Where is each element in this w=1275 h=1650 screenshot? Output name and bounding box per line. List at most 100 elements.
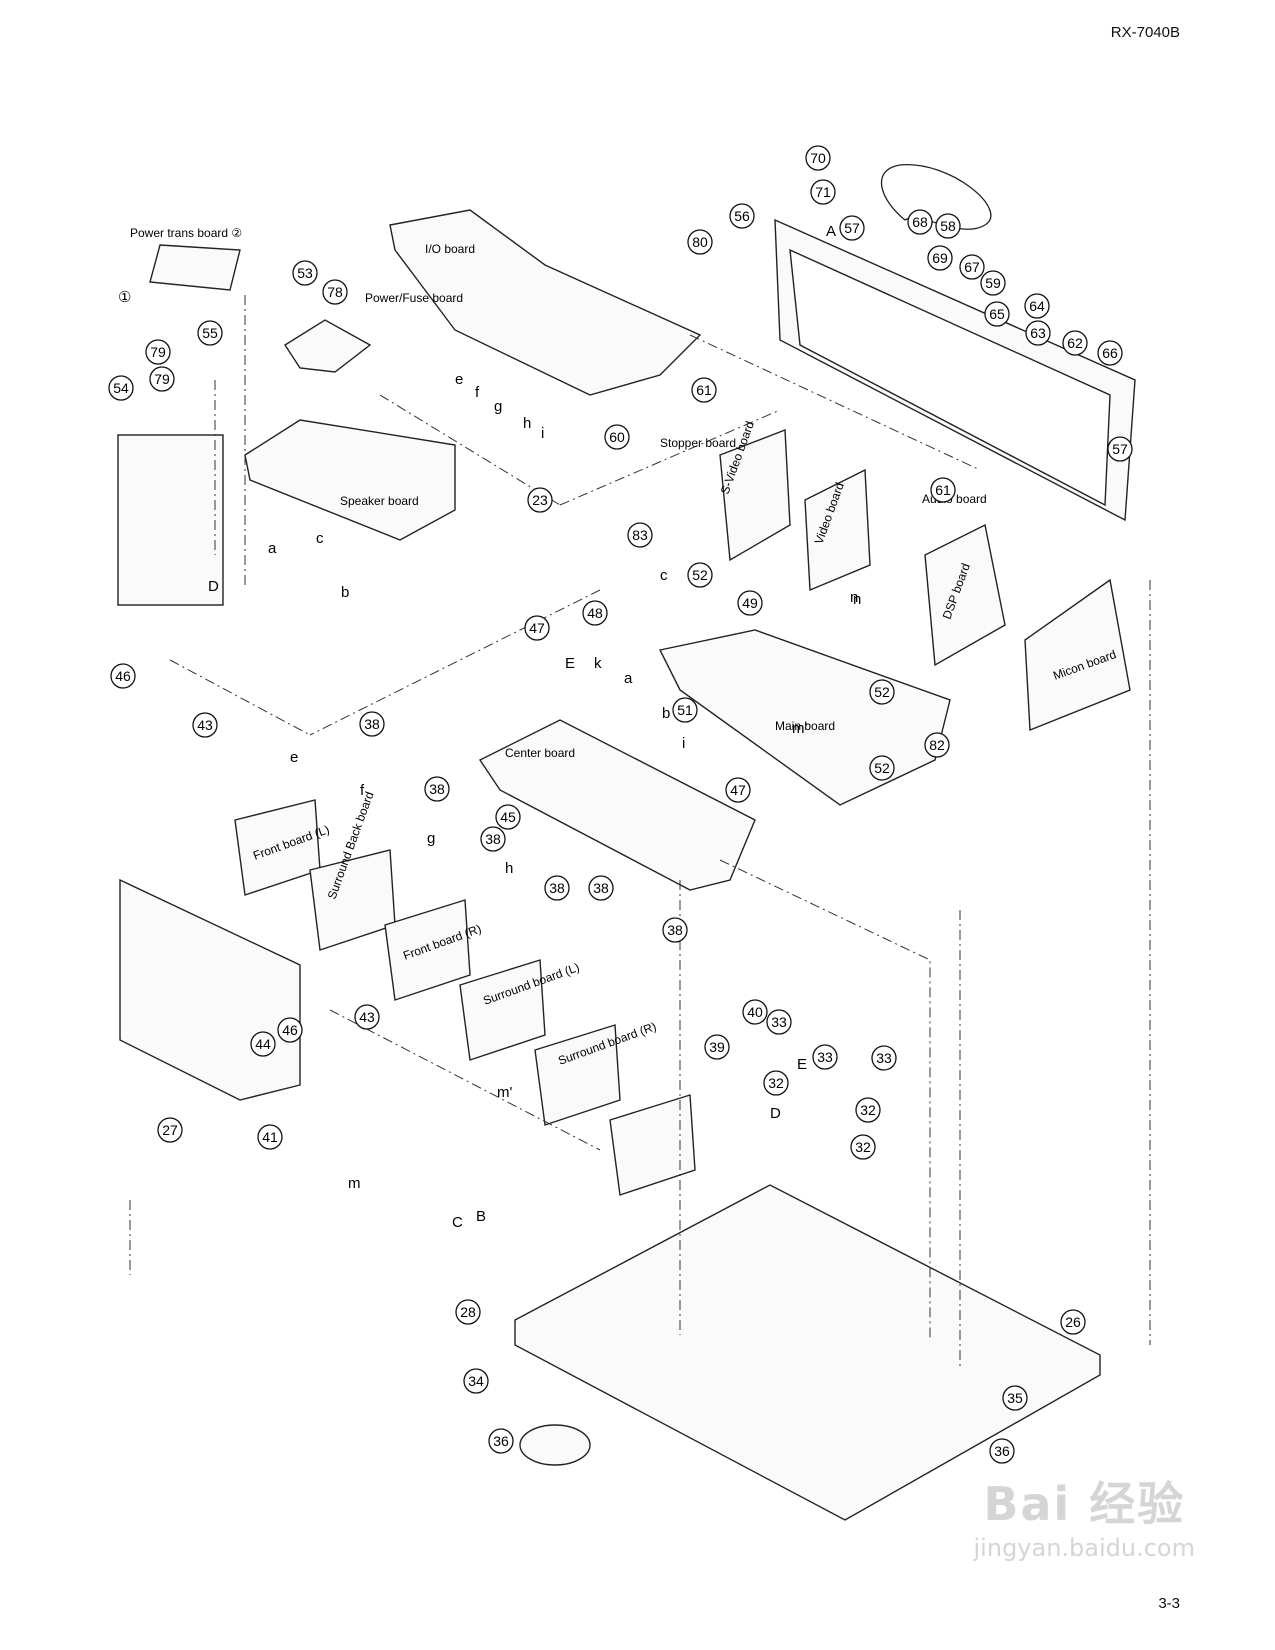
callout-36: 36 <box>989 1438 1015 1464</box>
callout-68: 68 <box>907 209 933 235</box>
callout-48: 48 <box>582 600 608 626</box>
svg-text:41: 41 <box>262 1129 278 1145</box>
callout-33: 33 <box>812 1044 838 1070</box>
svg-text:32: 32 <box>860 1102 876 1118</box>
page-number: 3-3 <box>1158 1595 1180 1612</box>
connector-letter: c <box>660 567 668 584</box>
callout-53: 53 <box>292 260 318 286</box>
svg-text:80: 80 <box>692 234 708 250</box>
connector-letter: f <box>360 782 365 799</box>
svg-text:32: 32 <box>855 1139 871 1155</box>
transformer <box>117 434 224 606</box>
label-io-board: I/O board <box>425 242 475 256</box>
svg-text:39: 39 <box>709 1039 725 1055</box>
video-board <box>804 468 871 592</box>
callout-45: 45 <box>495 804 521 830</box>
callout-33: 33 <box>871 1045 897 1071</box>
svg-text:38: 38 <box>485 831 501 847</box>
connector-letter: D <box>770 1105 781 1122</box>
svg-text:38: 38 <box>593 880 609 896</box>
svg-text:63: 63 <box>1030 325 1046 341</box>
svg-text:67: 67 <box>964 259 980 275</box>
callout-52: 52 <box>869 755 895 781</box>
callout-26: 26 <box>1060 1309 1086 1335</box>
svg-text:52: 52 <box>874 760 890 776</box>
svg-text:68: 68 <box>912 214 928 230</box>
connector-letter: ① <box>118 289 131 306</box>
callout-38: 38 <box>544 875 570 901</box>
connector-letter: b <box>662 705 670 722</box>
svg-text:49: 49 <box>742 595 758 611</box>
speaker-board <box>244 419 456 541</box>
callout-43: 43 <box>192 712 218 738</box>
svg-text:61: 61 <box>696 382 712 398</box>
svg-text:52: 52 <box>874 684 890 700</box>
callout-46: 46 <box>110 663 136 689</box>
connector-letter: e <box>290 749 298 766</box>
callout-61: 61 <box>691 377 717 403</box>
svg-text:53: 53 <box>297 265 313 281</box>
callout-61: 61 <box>930 477 956 503</box>
callout-34: 34 <box>463 1368 489 1394</box>
foot <box>519 1424 591 1466</box>
svg-text:83: 83 <box>632 527 648 543</box>
connector-letter: g <box>494 398 502 415</box>
callout-52: 52 <box>869 679 895 705</box>
io-board <box>389 209 702 396</box>
connector-letter: i <box>682 735 685 752</box>
callout-28: 28 <box>455 1299 481 1325</box>
svg-text:27: 27 <box>162 1122 178 1138</box>
connector-letter: f <box>475 384 480 401</box>
callout-70: 70 <box>805 145 831 171</box>
svg-text:52: 52 <box>692 567 708 583</box>
callout-46: 46 <box>277 1017 303 1043</box>
connector-letter: h <box>523 415 531 432</box>
svg-text:64: 64 <box>1029 298 1045 314</box>
watermark-url: jingyan.baidu.com <box>973 1534 1195 1562</box>
rear-panel-plate <box>789 248 1111 507</box>
connector-letter: n <box>850 589 858 606</box>
callout-32: 32 <box>850 1134 876 1160</box>
svg-text:32: 32 <box>768 1075 784 1091</box>
svg-text:79: 79 <box>150 344 166 360</box>
svg-text:23: 23 <box>532 492 548 508</box>
label-power-trans-board: Power trans board ② <box>130 226 242 240</box>
svg-text:71: 71 <box>815 184 831 200</box>
callout-83: 83 <box>627 522 653 548</box>
front-board-l <box>309 849 396 951</box>
watermark-brand: Bai 经验 <box>983 1477 1186 1531</box>
svg-text:33: 33 <box>817 1049 833 1065</box>
heatsink <box>119 878 301 1101</box>
svg-text:69: 69 <box>932 250 948 266</box>
callout-43: 43 <box>354 1004 380 1030</box>
connector-letter: E <box>797 1056 807 1073</box>
front-board-r <box>459 959 546 1061</box>
micon-board <box>658 629 951 806</box>
callout-27: 27 <box>157 1117 183 1143</box>
callout-39: 39 <box>704 1034 730 1060</box>
svg-text:36: 36 <box>994 1443 1010 1459</box>
callout-56: 56 <box>729 203 755 229</box>
connector-letter: B <box>476 1208 486 1225</box>
surround-board-r <box>609 1094 696 1196</box>
callout-23: 23 <box>527 487 553 513</box>
callout-57: 57 <box>839 215 865 241</box>
callout-47: 47 <box>524 615 550 641</box>
callout-78: 78 <box>322 279 348 305</box>
svg-text:58: 58 <box>940 218 956 234</box>
svg-text:35: 35 <box>1007 1390 1023 1406</box>
callout-41: 41 <box>257 1124 283 1150</box>
label-main-board: Center board <box>505 746 575 760</box>
callout-51: 51 <box>672 697 698 723</box>
svg-text:56: 56 <box>734 208 750 224</box>
connector-letter: a <box>268 540 277 557</box>
callout-59: 59 <box>980 270 1006 296</box>
label-speaker-board: Speaker board <box>340 494 419 508</box>
callout-66: 66 <box>1097 340 1123 366</box>
callout-64: 64 <box>1024 293 1050 319</box>
svg-text:51: 51 <box>677 702 693 718</box>
callout-38: 38 <box>588 875 614 901</box>
connector-letter: D <box>208 578 219 595</box>
